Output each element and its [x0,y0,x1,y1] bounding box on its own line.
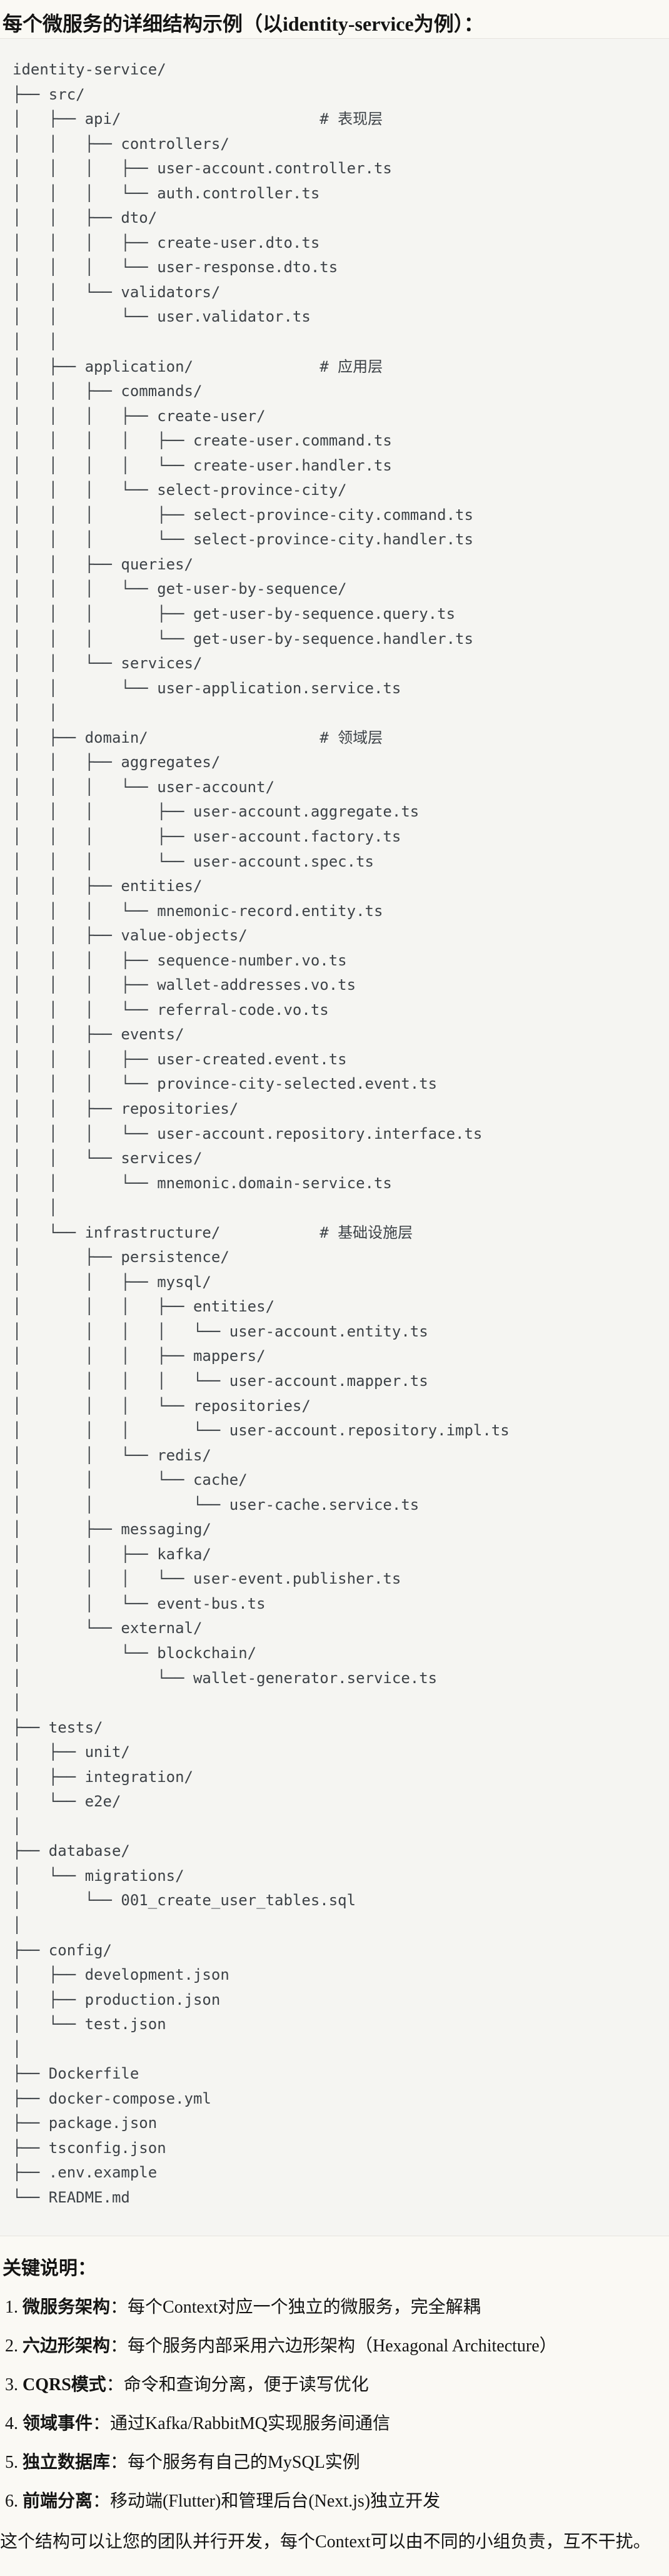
note-item: 2.六边形架构：每个服务内部采用六边形架构（Hexagonal Architec… [5,2337,663,2355]
note-description: ：移动端(Flutter)和管理后台(Next.js)独立开发 [93,2491,441,2511]
note-label: 六边形架构 [23,2336,111,2356]
note-description: ：每个Context对应一个独立的微服务，完全解耦 [110,2297,481,2317]
note-item: 4.领域事件：通过Kafka/RabbitMQ实现服务间通信 [5,2415,663,2433]
note-item: 6.前端分离：移动端(Flutter)和管理后台(Next.js)独立开发 [5,2492,663,2510]
note-label: 领域事件 [23,2413,93,2433]
notes-section: 关键说明： 1.微服务架构：每个Context对应一个独立的微服务，完全解耦 2… [0,2258,669,2552]
note-number: 5. [5,2452,18,2472]
note-item: 3.CQRS模式：命令和查询分离，便于读写优化 [5,2376,663,2394]
directory-tree: identity-service/ ├── src/ │ ├── api/ # … [13,61,510,2207]
note-number: 2. [5,2336,18,2356]
note-description: ：命令和查询分离，便于读写优化 [106,2375,369,2395]
note-description: ：每个服务内部采用六边形架构（Hexagonal Architecture） [110,2336,557,2356]
note-number: 6. [5,2491,18,2511]
closing-paragraph: 这个结构可以让您的团队并行开发，每个Context可以由不同的小组负责，互不干扰… [0,2532,651,2552]
note-label: 独立数据库 [23,2452,111,2472]
note-label: CQRS模式 [23,2375,106,2395]
note-number: 4. [5,2413,18,2433]
note-description: ：每个服务有自己的MySQL实例 [110,2452,360,2472]
note-item: 5.独立数据库：每个服务有自己的MySQL实例 [5,2453,663,2472]
note-description: ：通过Kafka/RabbitMQ实现服务间通信 [93,2413,390,2433]
note-number: 3. [5,2375,18,2395]
note-item: 1.微服务架构：每个Context对应一个独立的微服务，完全解耦 [5,2298,663,2316]
note-label: 前端分离 [23,2491,93,2511]
notes-heading: 关键说明： [3,2258,96,2279]
page-title: 每个微服务的详细结构示例（以identity-service为例）： [3,13,484,35]
note-number: 1. [5,2297,18,2317]
note-label: 微服务架构 [23,2297,111,2317]
code-block: identity-service/ ├── src/ │ ├── api/ # … [0,38,669,2236]
notes-list: 1.微服务架构：每个Context对应一个独立的微服务，完全解耦 2.六边形架构… [0,2298,663,2510]
